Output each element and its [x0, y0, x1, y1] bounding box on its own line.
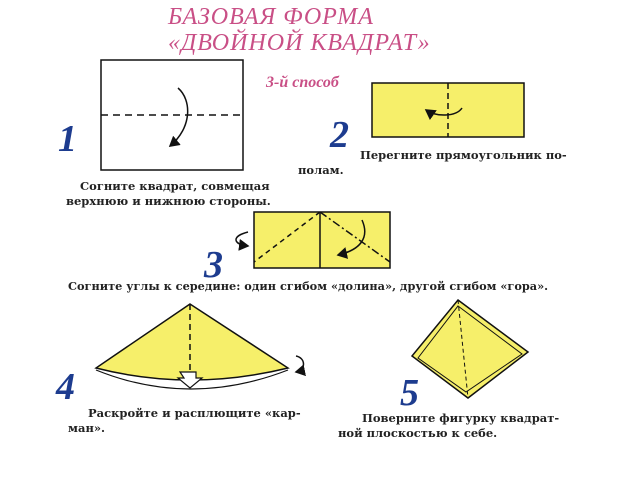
step-number-2: 2	[330, 114, 349, 156]
step-5-caption-line-2: ной плоскостью к себе.	[338, 426, 498, 440]
step-3-caption: Согните углы к середине: один сгибом «до…	[68, 279, 549, 293]
valley-fold-arrow-icon	[336, 219, 366, 259]
step-number-1: 1	[58, 118, 77, 160]
method-label: 3-й способ	[266, 74, 339, 91]
fold-down-arrow-icon	[168, 87, 189, 147]
step-number-4: 4	[56, 366, 75, 408]
step-4-triangle	[94, 303, 307, 390]
step-2-caption-line-1: Перегните прямоугольник по-	[360, 148, 567, 162]
open-pocket-arrow-icon	[176, 371, 204, 389]
step-1-caption-line-1: Согните квадрат, совмещая	[80, 179, 270, 193]
step-4-caption-line-2: ман».	[68, 421, 106, 435]
step-2-caption-line-2: полам.	[298, 163, 344, 177]
step-4-caption-line-1: Раскройте и расплющите «кар-	[88, 406, 301, 420]
mountain-fold-arrow-icon	[235, 231, 250, 251]
step-2-rectangle	[371, 82, 525, 138]
step-1-caption-line-2: верхнюю и нижнюю стороны.	[66, 194, 271, 208]
step-5-diamond	[410, 298, 530, 399]
step-number-3: 3	[204, 244, 223, 286]
flatten-arrow-icon	[294, 355, 307, 377]
fold-half-arrow-icon	[424, 107, 463, 121]
step-number-5: 5	[400, 372, 419, 414]
step-1-square	[100, 59, 244, 171]
title-line-2: «ДВОЙНОЙ КВАДРАТ»	[168, 30, 431, 56]
step-5-caption-line-1: Поверните фигурку квадрат-	[362, 411, 560, 425]
title-line-1: БАЗОВАЯ ФОРМА	[168, 4, 374, 30]
step-3-rectangle	[235, 211, 391, 269]
